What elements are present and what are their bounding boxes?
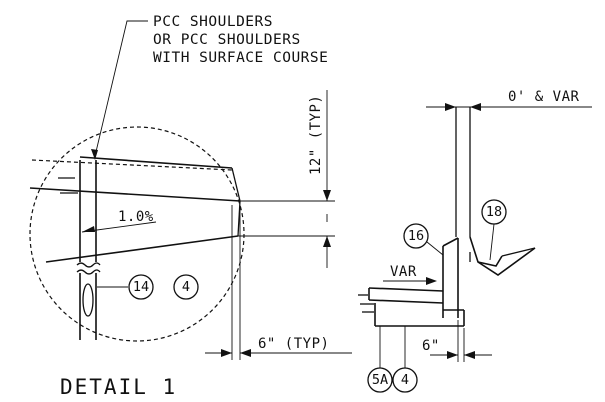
callout-14-bubble <box>128 274 154 300</box>
callout-4r-label: 4 <box>401 372 409 388</box>
dim-12-typ <box>238 90 335 268</box>
callout-18-leader <box>489 223 495 261</box>
callout-14-label: 14 <box>133 279 149 295</box>
callout-5a-label: 5A <box>372 372 388 388</box>
note-line-1: PCC SHOULDERS <box>153 14 273 30</box>
callout-16-leader <box>426 241 444 256</box>
dim-0-var-label: 0' & VAR <box>508 89 580 105</box>
note-leader <box>94 20 148 157</box>
dim-curb-6 <box>430 320 492 362</box>
gutter-section <box>469 236 536 276</box>
detail-circle <box>29 126 245 342</box>
slope-label: 1.0% <box>118 209 154 225</box>
slope-arrowhead <box>82 226 95 232</box>
callout-4-bubble <box>173 274 199 300</box>
var-label: VAR <box>390 264 417 280</box>
dim-6-typ <box>205 205 352 360</box>
callout-16-bubble <box>403 223 429 249</box>
callout-4-label: 4 <box>182 279 190 295</box>
dim-curb-6-label: 6" <box>422 338 440 354</box>
note-line-2: OR PCC SHOULDERS <box>153 32 301 48</box>
underdrain-post <box>76 160 101 340</box>
callout-18-label: 18 <box>486 204 502 220</box>
dim-12-typ-label: 12" (TYP) <box>308 95 324 175</box>
callout-5a-bubble <box>367 367 393 393</box>
dim-6-typ-label: 6" (TYP) <box>258 336 329 352</box>
note-line-3: WITH SURFACE COURSE <box>153 50 328 66</box>
curb-section <box>358 106 476 327</box>
var-arrowhead <box>426 277 437 285</box>
dim-0-var <box>426 103 592 111</box>
note-leader-arrowhead <box>91 149 98 160</box>
detail-title: DETAIL 1 <box>60 375 177 399</box>
callout-4r-bubble <box>392 367 418 393</box>
callout-16-label: 16 <box>408 228 424 244</box>
